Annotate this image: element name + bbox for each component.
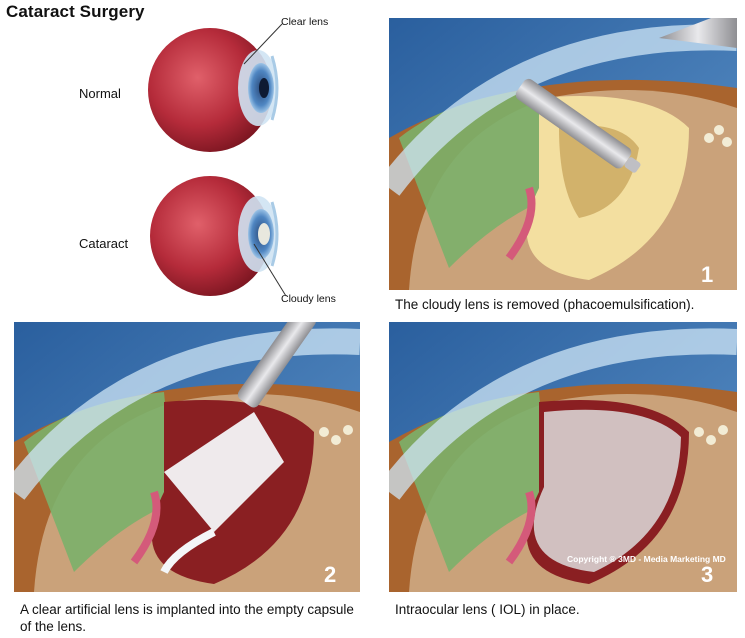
- page-title: Cataract Surgery: [6, 2, 145, 21]
- panel-1-number: 1: [701, 262, 714, 287]
- label-clear-lens: Clear lens: [281, 16, 329, 28]
- panel-3-number: 3: [701, 562, 714, 587]
- panel-1-phaco-illustration: [389, 18, 737, 290]
- normal-eye-illustration: [140, 22, 290, 157]
- label-normal: Normal: [79, 86, 121, 101]
- copyright-notice: Copyright ® 3MD - Media Marketing MD: [567, 554, 726, 564]
- label-cataract: Cataract: [79, 236, 129, 251]
- clear-lens-pointer: [243, 23, 283, 65]
- panel-3-caption: Intraocular lens ( IOL) in place.: [395, 602, 580, 617]
- panel-2-implant-illustration: [14, 322, 360, 592]
- label-cloudy-lens: Cloudy lens: [281, 293, 336, 305]
- cataract-eye-illustration: [140, 170, 290, 305]
- cloudy-lens-pointer: [253, 243, 287, 297]
- panel-2-number: 2: [324, 562, 337, 587]
- panel-3-iol-in-place-illustration: [389, 322, 737, 592]
- panel-2-caption: A clear artificial lens is implanted int…: [20, 602, 354, 634]
- panel-1-caption: The cloudy lens is removed (phacoemulsif…: [395, 297, 695, 312]
